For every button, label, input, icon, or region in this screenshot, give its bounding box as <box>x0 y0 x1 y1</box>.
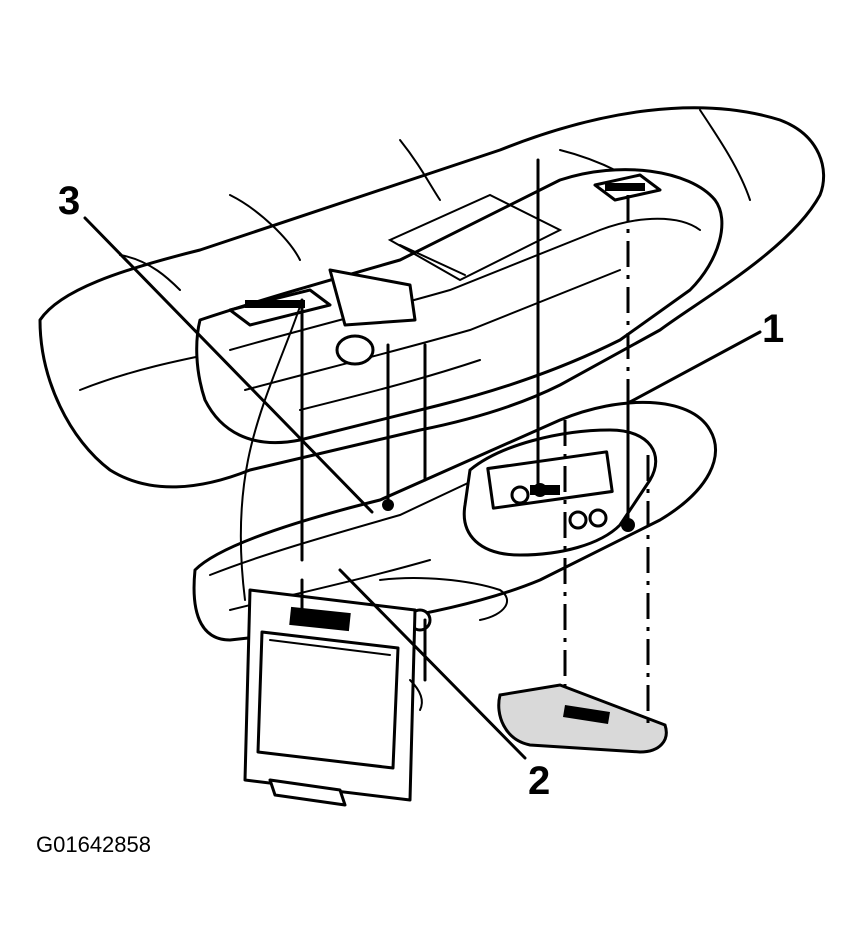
console-recess <box>195 168 724 445</box>
callout-1: 1 <box>762 307 784 351</box>
figure-id: G01642858 <box>36 832 151 857</box>
dvd-screen <box>243 588 423 807</box>
callout-3: 3 <box>58 179 80 223</box>
trim-plate <box>497 683 668 754</box>
callout-leaders <box>83 216 762 760</box>
overhead-console-body <box>192 400 718 642</box>
callout-2: 2 <box>528 759 550 803</box>
fastener-lines <box>239 158 650 730</box>
